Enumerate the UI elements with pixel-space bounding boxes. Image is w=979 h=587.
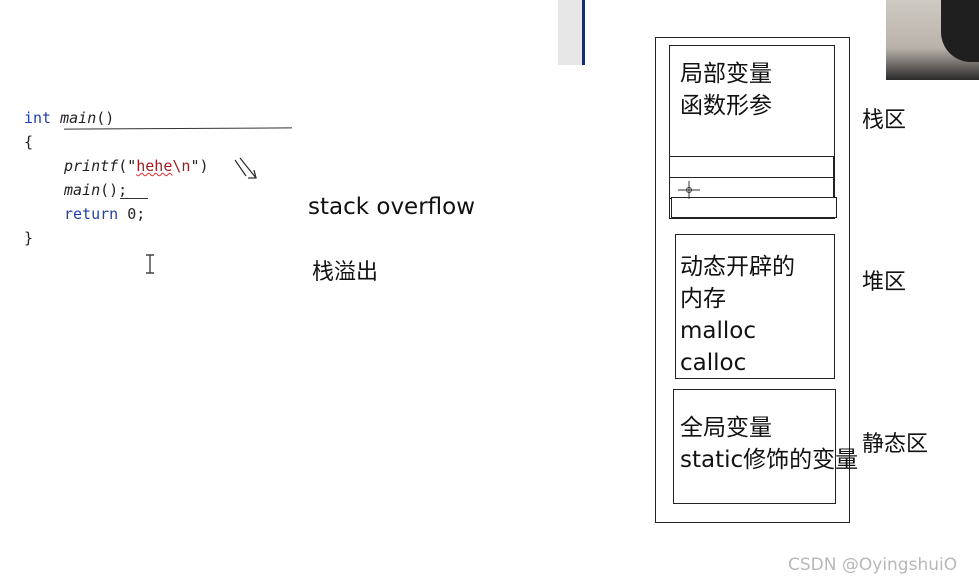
heap-region-text: 动态开辟的 内存 malloc calloc (680, 254, 795, 376)
label-stack-region: 栈区 (862, 108, 907, 133)
handdrawn-short-underline (120, 198, 148, 199)
csdn-watermark: CSDN @OyingshuiO (788, 555, 958, 575)
text-cursor-icon (146, 254, 154, 274)
code-line-return: return 0; (64, 205, 146, 223)
code-line-main-call: main(); (64, 181, 128, 199)
handdrawn-arrow-icon (234, 157, 257, 179)
heap-region-box: 动态开辟的 内存 malloc calloc (675, 234, 835, 379)
code-line-printf: printf("hehe\n") (64, 157, 209, 175)
webcam-thumbnail (886, 0, 979, 80)
video-window-fragment (558, 0, 585, 65)
code-line-close-brace: } (24, 229, 34, 247)
code-line-open-brace: { (24, 133, 34, 151)
static-region-text: 全局变量 static修饰的变量 (680, 415, 859, 473)
stack-frame-3 (671, 197, 837, 218)
stack-frame-1 (669, 156, 834, 178)
stack-region-text: 局部变量 函数形参 (680, 61, 772, 119)
code-snippet: int main() { printf("hehe\n") main(); re… (24, 106, 304, 250)
label-static-region: 静态区 (862, 432, 929, 457)
stack-region-box: 局部变量 函数形参 (669, 45, 835, 219)
caption-stack-overflow: stack overflow (308, 194, 476, 220)
code-line-main-signature: int main() (24, 109, 115, 127)
caption-stack-overflow-cn: 栈溢出 (312, 260, 379, 285)
label-heap-region: 堆区 (862, 270, 907, 295)
crosshair-cursor-icon (678, 181, 700, 199)
static-region-box: 全局变量 static修饰的变量 (673, 389, 858, 504)
